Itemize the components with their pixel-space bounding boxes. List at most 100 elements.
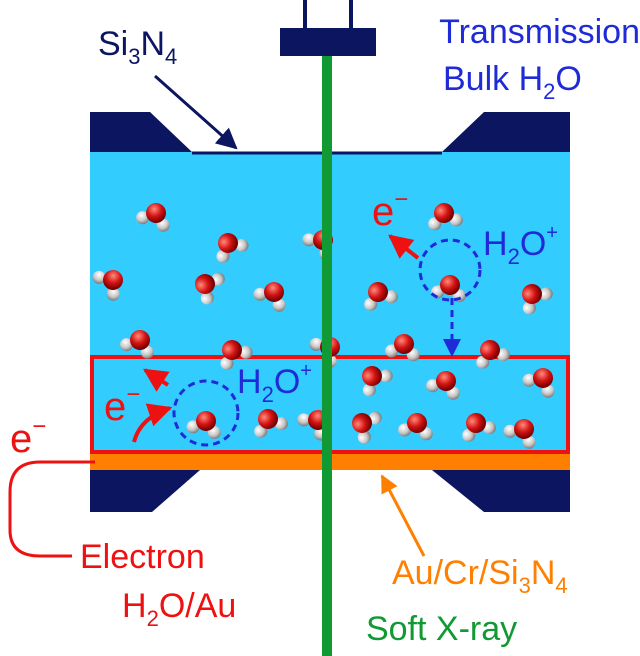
oxygen-atom [514, 419, 534, 439]
water-molecule [364, 282, 398, 311]
hydrogen-atom [482, 421, 496, 435]
transmission-label: Transmission [439, 13, 640, 51]
hydrogen-atom [186, 420, 200, 434]
oxygen-atom [195, 274, 215, 294]
water-molecule [385, 334, 420, 362]
hydrogen-atom [297, 413, 311, 427]
ionization-circle-top [418, 238, 482, 302]
water-molecule [253, 282, 286, 312]
electron-label-left: e− [10, 413, 46, 461]
electron-label-mid: e− [104, 381, 140, 429]
water-molecule [426, 371, 460, 400]
hydrogen-atom [541, 384, 555, 398]
electron-arrow-mid [142, 368, 170, 392]
water-molecule [352, 411, 382, 444]
hydrogen-atom [220, 356, 234, 370]
si3n4-frame-top-left [90, 112, 192, 152]
si3n4-label: Si3N4 [98, 25, 177, 69]
electron-text: Electron [80, 538, 205, 576]
h2o-plus-label-mid: H2O+ [237, 360, 312, 407]
h2o-plus-label-top: H2O+ [483, 222, 558, 269]
hydrogen-atom [368, 411, 382, 425]
oxygen-atom [407, 413, 427, 433]
si3n4-frame-top-right [442, 112, 570, 152]
soft-xray-beam [322, 56, 332, 656]
hydrogen-atom [503, 424, 517, 438]
electron-arrow-top [388, 234, 420, 260]
hydrogen-atom [272, 298, 286, 312]
water-molecule [120, 330, 154, 359]
oxygen-atom [130, 330, 150, 350]
water-molecule [195, 272, 225, 305]
si3n4-frame-bottom-left [90, 470, 200, 512]
hydrogen-atom [384, 290, 398, 304]
oxygen-atom [258, 409, 278, 429]
hydrogen-atom [302, 233, 316, 247]
water-molecule [254, 409, 288, 438]
water-molecule [216, 233, 249, 263]
ionization-circle-mid [172, 379, 240, 447]
oxygen-atom [352, 413, 372, 433]
water-molecule [522, 368, 555, 398]
hydrogen-atom [379, 369, 393, 383]
water-molecule [92, 270, 123, 301]
oxygen-atom [368, 282, 388, 302]
water-molecule [428, 203, 463, 231]
hydrogen-atom [253, 287, 267, 301]
oxygen-atom [480, 340, 500, 360]
oxygen-atom [533, 368, 553, 388]
hydrogen-atom [522, 301, 536, 315]
water-molecule [186, 411, 221, 440]
hydrogen-atom [200, 291, 214, 305]
soft-xray-label: Soft X-ray [366, 610, 517, 648]
water-molecule [462, 413, 496, 442]
electron-circuit-wire [8, 460, 95, 558]
hydrogen-atom [522, 373, 536, 387]
hydrogen-atom [357, 430, 371, 444]
hydrogen-atom [216, 249, 230, 263]
bulk-h2o-label: Bulk H2O [443, 60, 582, 104]
si3n4-frame-bottom-right [432, 470, 570, 512]
oxygen-atom [222, 340, 242, 360]
water-molecule [503, 419, 536, 449]
water-molecule [362, 366, 393, 397]
oxygen-atom [218, 233, 238, 253]
water-molecules [92, 203, 555, 449]
hydrogen-atom [235, 238, 249, 252]
hydrogen-atom [522, 435, 536, 449]
oxygen-atom [103, 270, 123, 290]
si3n4-pointer-arrow [154, 74, 238, 150]
oxygen-atom [440, 275, 460, 295]
hydrogen-atom [426, 379, 440, 393]
water-molecule [220, 340, 253, 370]
oxygen-atom [196, 411, 216, 431]
electron-label-top: e− [372, 186, 408, 234]
hydrogen-atom [496, 348, 510, 362]
oxygen-atom [522, 284, 542, 304]
oxygen-atom [362, 366, 382, 386]
h2o-au-label: H2O/Au [122, 587, 236, 631]
au-cr-si3n4-label: Au/Cr/Si3N4 [392, 554, 568, 598]
hydrogen-atom [309, 337, 323, 351]
water-molecule [136, 203, 170, 232]
hydrogen-atom [539, 287, 553, 301]
oxygen-atom [146, 203, 166, 223]
water-molecule [522, 284, 553, 315]
oxygen-atom [394, 334, 414, 354]
hydrogen-atom [239, 345, 253, 359]
electron-arrow-curved [132, 403, 173, 443]
hydrogen-atom [92, 270, 106, 284]
oxygen-atom [434, 203, 454, 223]
detector-block [280, 28, 376, 56]
oxygen-atom [466, 413, 486, 433]
oxygen-atom [436, 371, 456, 391]
hydrogen-atom [211, 272, 225, 286]
hydrogen-atom [120, 338, 134, 352]
hydrogen-atom [274, 417, 288, 431]
hydrogen-atom [106, 287, 120, 301]
water-molecule [398, 413, 433, 441]
oxygen-atom [264, 282, 284, 302]
hydrogen-atom [136, 211, 150, 225]
